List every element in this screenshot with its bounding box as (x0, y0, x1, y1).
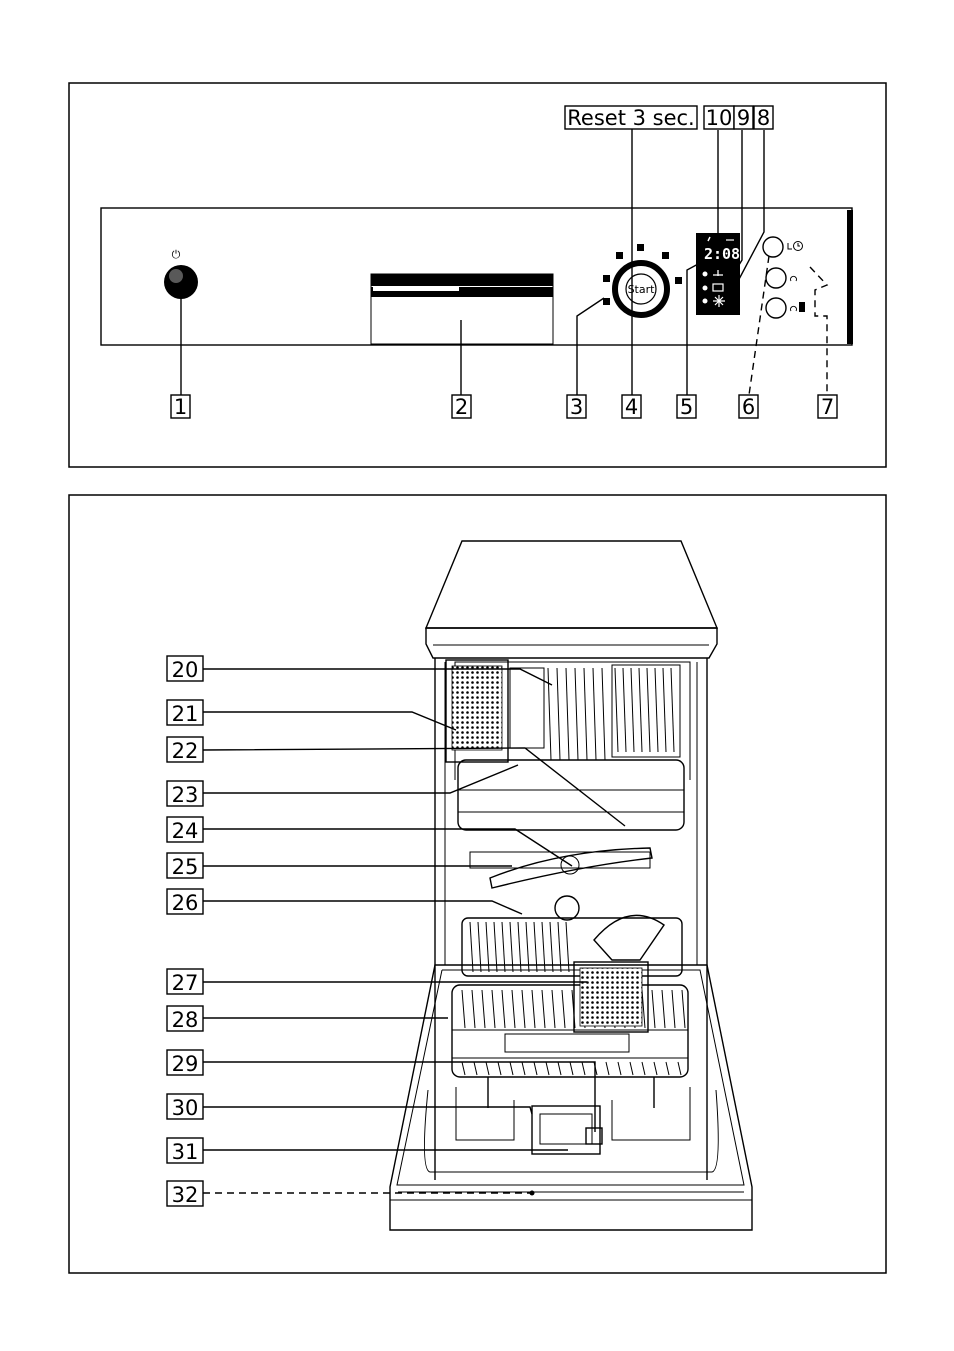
callout-label: 31 (172, 1140, 199, 1164)
callout-22: 22 (167, 737, 203, 763)
callout-8: 8 (754, 106, 773, 130)
callout-label: 28 (172, 1008, 199, 1032)
callout-6: 6 (739, 395, 758, 419)
callout-label: 27 (172, 971, 199, 995)
control-panel-figure: ⏻ (69, 83, 886, 467)
callout-25: 25 (167, 853, 203, 879)
callout-label: 6 (742, 395, 755, 419)
interior-callouts: 20 21 22 23 24 25 26 27 28 29 30 31 32 (167, 656, 203, 1207)
callout-label: 22 (172, 739, 199, 763)
callout-label: 25 (172, 855, 199, 879)
svg-text:⏻: ⏻ (172, 248, 181, 261)
callout-label: 26 (172, 891, 199, 915)
reset-label: Reset 3 sec. (567, 106, 694, 130)
callout-1: 1 (171, 395, 190, 419)
callout-label: 1 (174, 395, 187, 419)
callout-30: 30 (167, 1094, 203, 1120)
callout-label: 23 (172, 783, 199, 807)
callout-32: 32 (167, 1181, 203, 1207)
option-buttons (763, 237, 805, 318)
callout-4: 4 (622, 395, 641, 419)
callout-20: 20 (167, 656, 203, 682)
callout-26: 26 (167, 889, 203, 915)
callout-31: 31 (167, 1138, 203, 1164)
callout-7: 7 (818, 395, 837, 419)
lower-spray-arm-hub (555, 896, 579, 920)
callout-label: 9 (737, 106, 750, 130)
callout-29: 29 (167, 1050, 203, 1076)
lower-basket (452, 918, 688, 1108)
type-plate (371, 274, 553, 344)
callout-21: 21 (167, 700, 203, 726)
callout-10: 10 (704, 106, 734, 130)
cutlery-basket (574, 915, 664, 1032)
callout-label: 7 (821, 395, 834, 419)
callout-2: 2 (452, 395, 471, 419)
upper-spray-arm (470, 848, 652, 888)
open-door (390, 965, 752, 1230)
programme-selector (603, 244, 682, 315)
callout-label: 5 (680, 395, 693, 419)
callout-label: 29 (172, 1052, 199, 1076)
interior-figure: 20 21 22 23 24 25 26 27 28 29 30 31 32 (69, 495, 886, 1273)
callout-label: 8 (757, 106, 770, 130)
start-label: Start (628, 283, 656, 296)
cutlery-tray (446, 660, 544, 762)
detergent-dispenser (532, 1106, 602, 1154)
callout-label: 24 (172, 819, 199, 843)
callout-24: 24 (167, 817, 203, 843)
callout-27: 27 (167, 969, 203, 995)
callout-23: 23 (167, 781, 203, 807)
worktop (426, 541, 717, 658)
callout-label: 30 (172, 1096, 199, 1120)
callout-label: 4 (625, 395, 638, 419)
callout-5: 5 (677, 395, 696, 419)
callout-3: 3 (567, 395, 586, 419)
callout-label: 20 (172, 658, 199, 682)
callout-label: 2 (455, 395, 468, 419)
callout-label: 10 (706, 106, 733, 130)
callout-9: 9 (734, 106, 753, 130)
display-digits: 2:08 (704, 245, 740, 263)
callout-label: 21 (172, 702, 199, 726)
callout-28: 28 (167, 1006, 203, 1032)
main-switch: ⏻ (164, 248, 198, 299)
callout-label: 3 (570, 395, 583, 419)
callout-label: 32 (172, 1183, 199, 1207)
